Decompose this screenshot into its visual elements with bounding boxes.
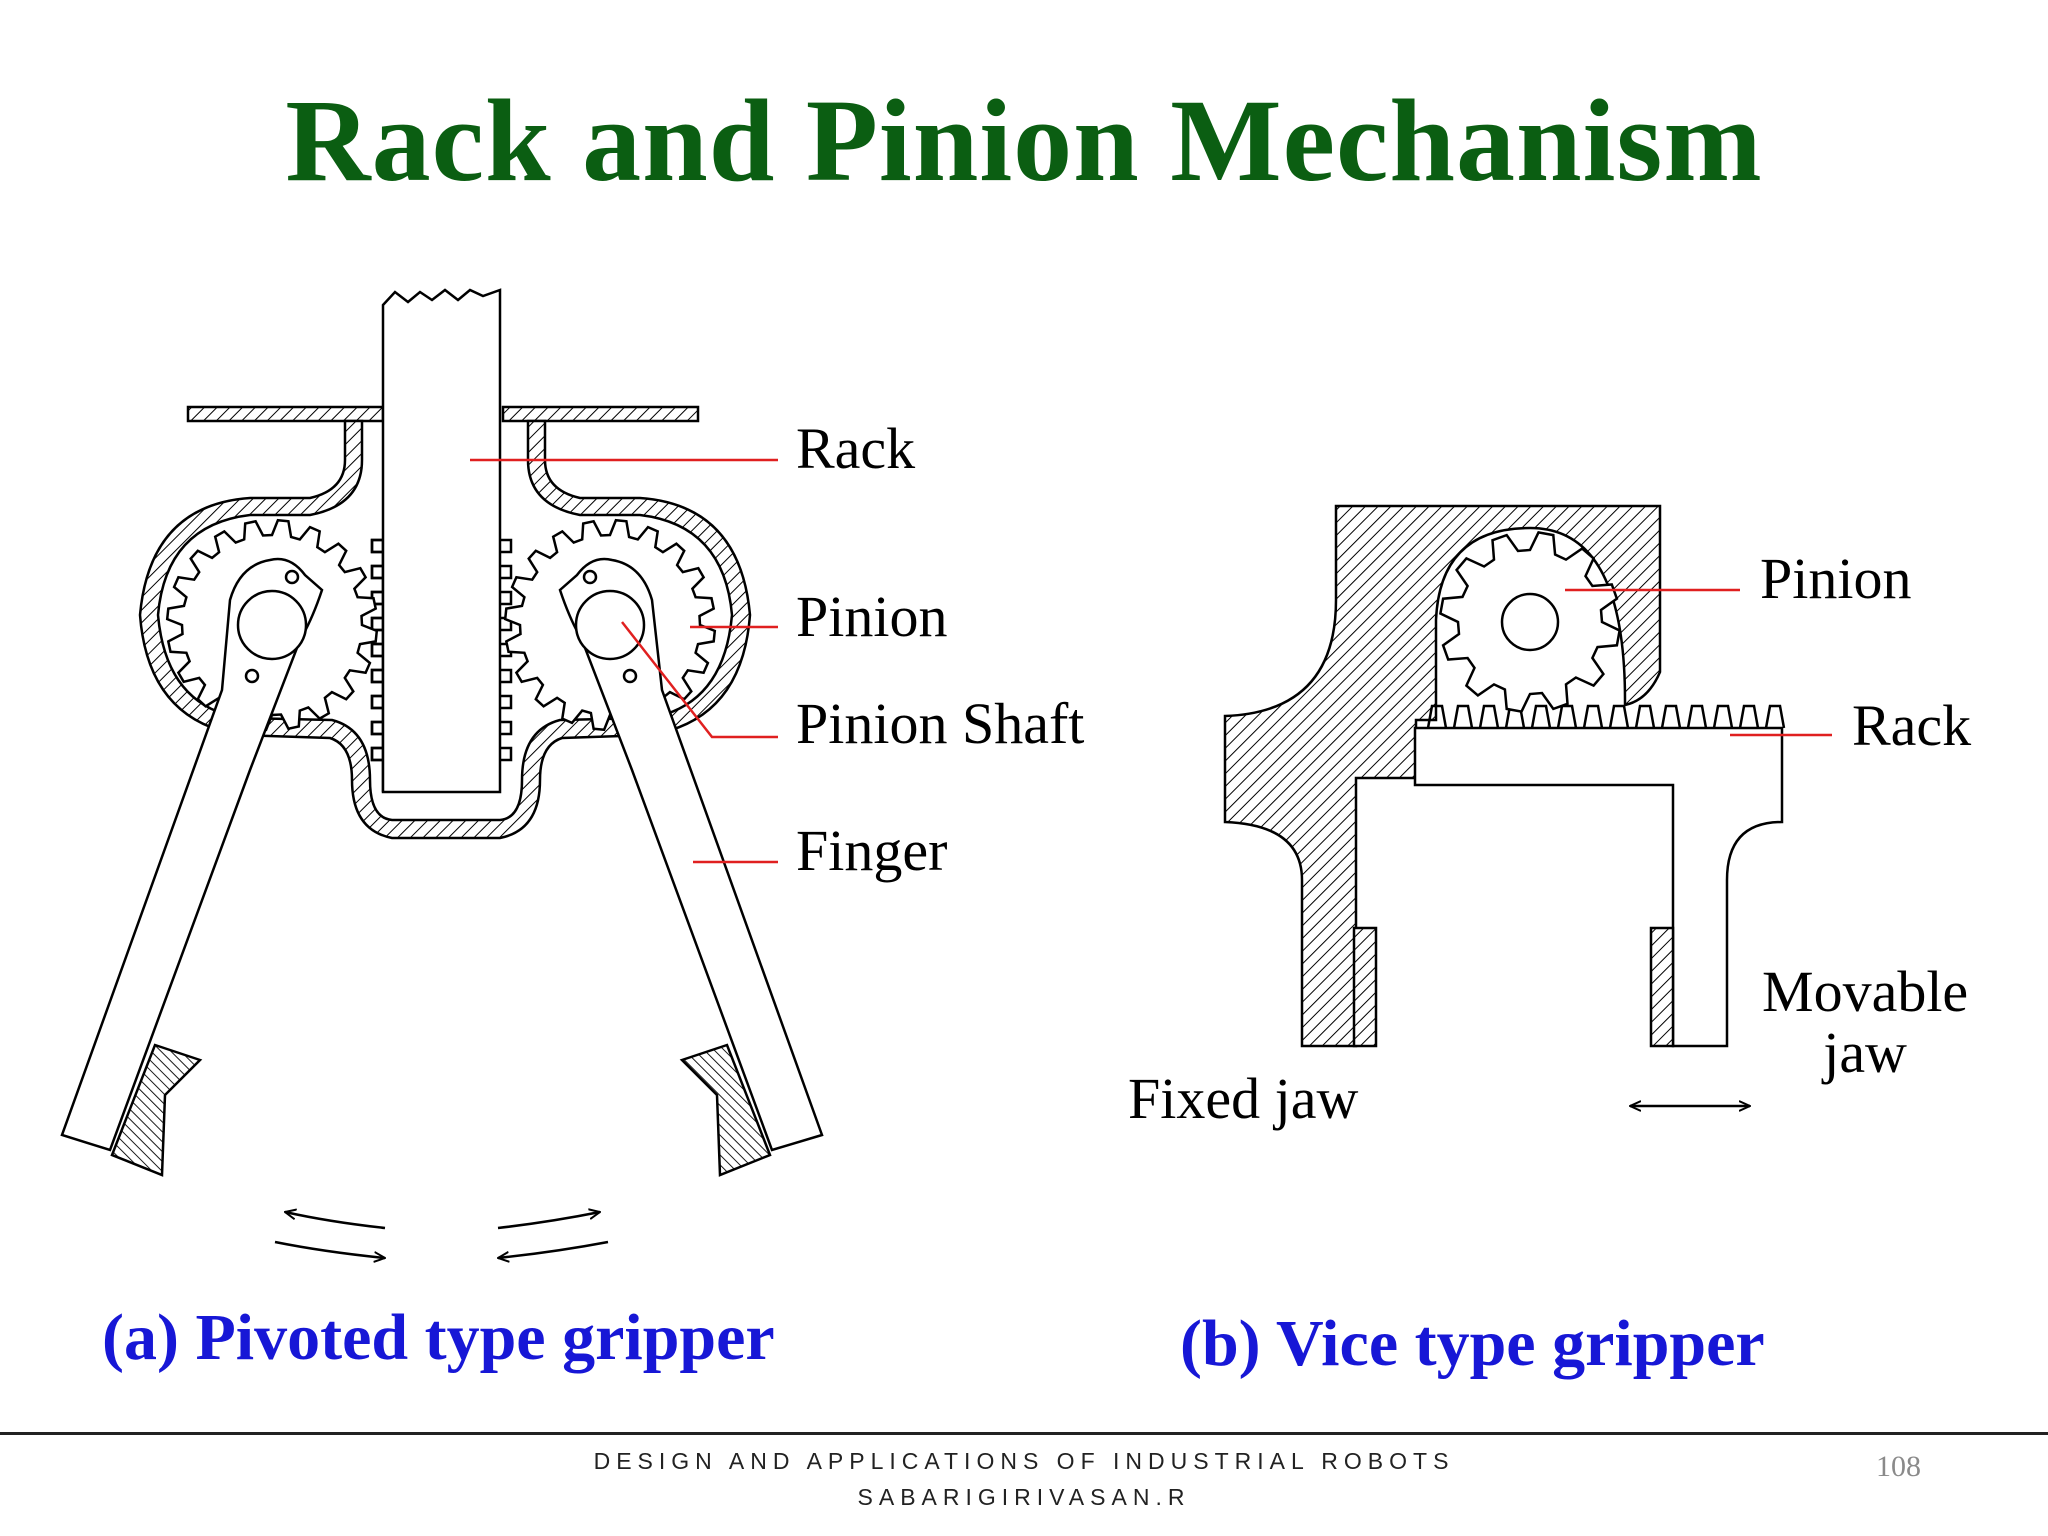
left-finger-pad xyxy=(110,1043,203,1177)
vice-leader-lines xyxy=(1565,588,1832,737)
label-finger: Finger xyxy=(796,818,948,883)
caption-vice-gripper: (b) Vice type gripper xyxy=(1180,1307,1765,1380)
right-pinion-shaft xyxy=(574,589,646,661)
vice-rack-jaw xyxy=(1413,726,1784,1048)
rack-bar-body xyxy=(381,288,502,794)
rotation-arrow-right-upper xyxy=(497,1212,600,1230)
pivoted-leader-lines xyxy=(470,458,778,864)
slide-title: Rack and Pinion Mechanism xyxy=(285,75,1763,206)
movable-jaw-pad xyxy=(1649,926,1675,1048)
right-finger-pin-bottom xyxy=(622,668,638,684)
label-movable-jaw-line1: Movable xyxy=(1762,959,1969,1024)
right-finger-pin-top xyxy=(582,569,598,585)
right-finger-pad xyxy=(679,1043,772,1177)
label-pinion-shaft: Pinion Shaft xyxy=(796,691,1085,756)
mounting-plate-left xyxy=(186,405,385,423)
vice-rack-teeth xyxy=(1426,704,1786,729)
label-rack: Rack xyxy=(796,416,916,481)
label-fixed-jaw: Fixed jaw xyxy=(1128,1066,1359,1131)
page-number: 108 xyxy=(1876,1450,1921,1483)
left-finger-pin-top xyxy=(284,569,300,585)
footer-rule xyxy=(0,1432,2048,1435)
leader-pinion-shaft xyxy=(621,621,778,739)
rotation-arrow-left-lower xyxy=(274,1240,385,1258)
vice-frame xyxy=(1223,504,1662,1048)
label-pinion: Pinion xyxy=(796,584,948,649)
label-vice-rack: Rack xyxy=(1852,693,1972,758)
label-movable-jaw: Movable jaw xyxy=(1762,959,1969,1085)
rotation-arrow-right-lower xyxy=(498,1240,609,1258)
vice-gripper-drawing xyxy=(1223,504,1786,1106)
left-finger-pin-bottom xyxy=(244,668,260,684)
footer-author: SABARIGIRIVASAN.R xyxy=(857,1484,1191,1510)
pivoted-gripper-drawing xyxy=(60,288,824,1258)
label-movable-jaw-line2: jaw xyxy=(1823,1019,1907,1085)
label-vice-pinion: Pinion xyxy=(1760,546,1912,611)
mounting-plate-right xyxy=(501,405,700,423)
fixed-jaw-pad xyxy=(1352,926,1378,1048)
vicePinion-hub xyxy=(1500,592,1560,652)
caption-pivoted-gripper: (a) Pivoted type gripper xyxy=(102,1301,775,1374)
left-pinion-shaft xyxy=(236,589,308,661)
rotation-arrow-left-upper xyxy=(285,1212,386,1230)
vice-pinion xyxy=(1438,530,1622,714)
footer-course: DESIGN AND APPLICATIONS OF INDUSTRIAL RO… xyxy=(593,1448,1455,1474)
